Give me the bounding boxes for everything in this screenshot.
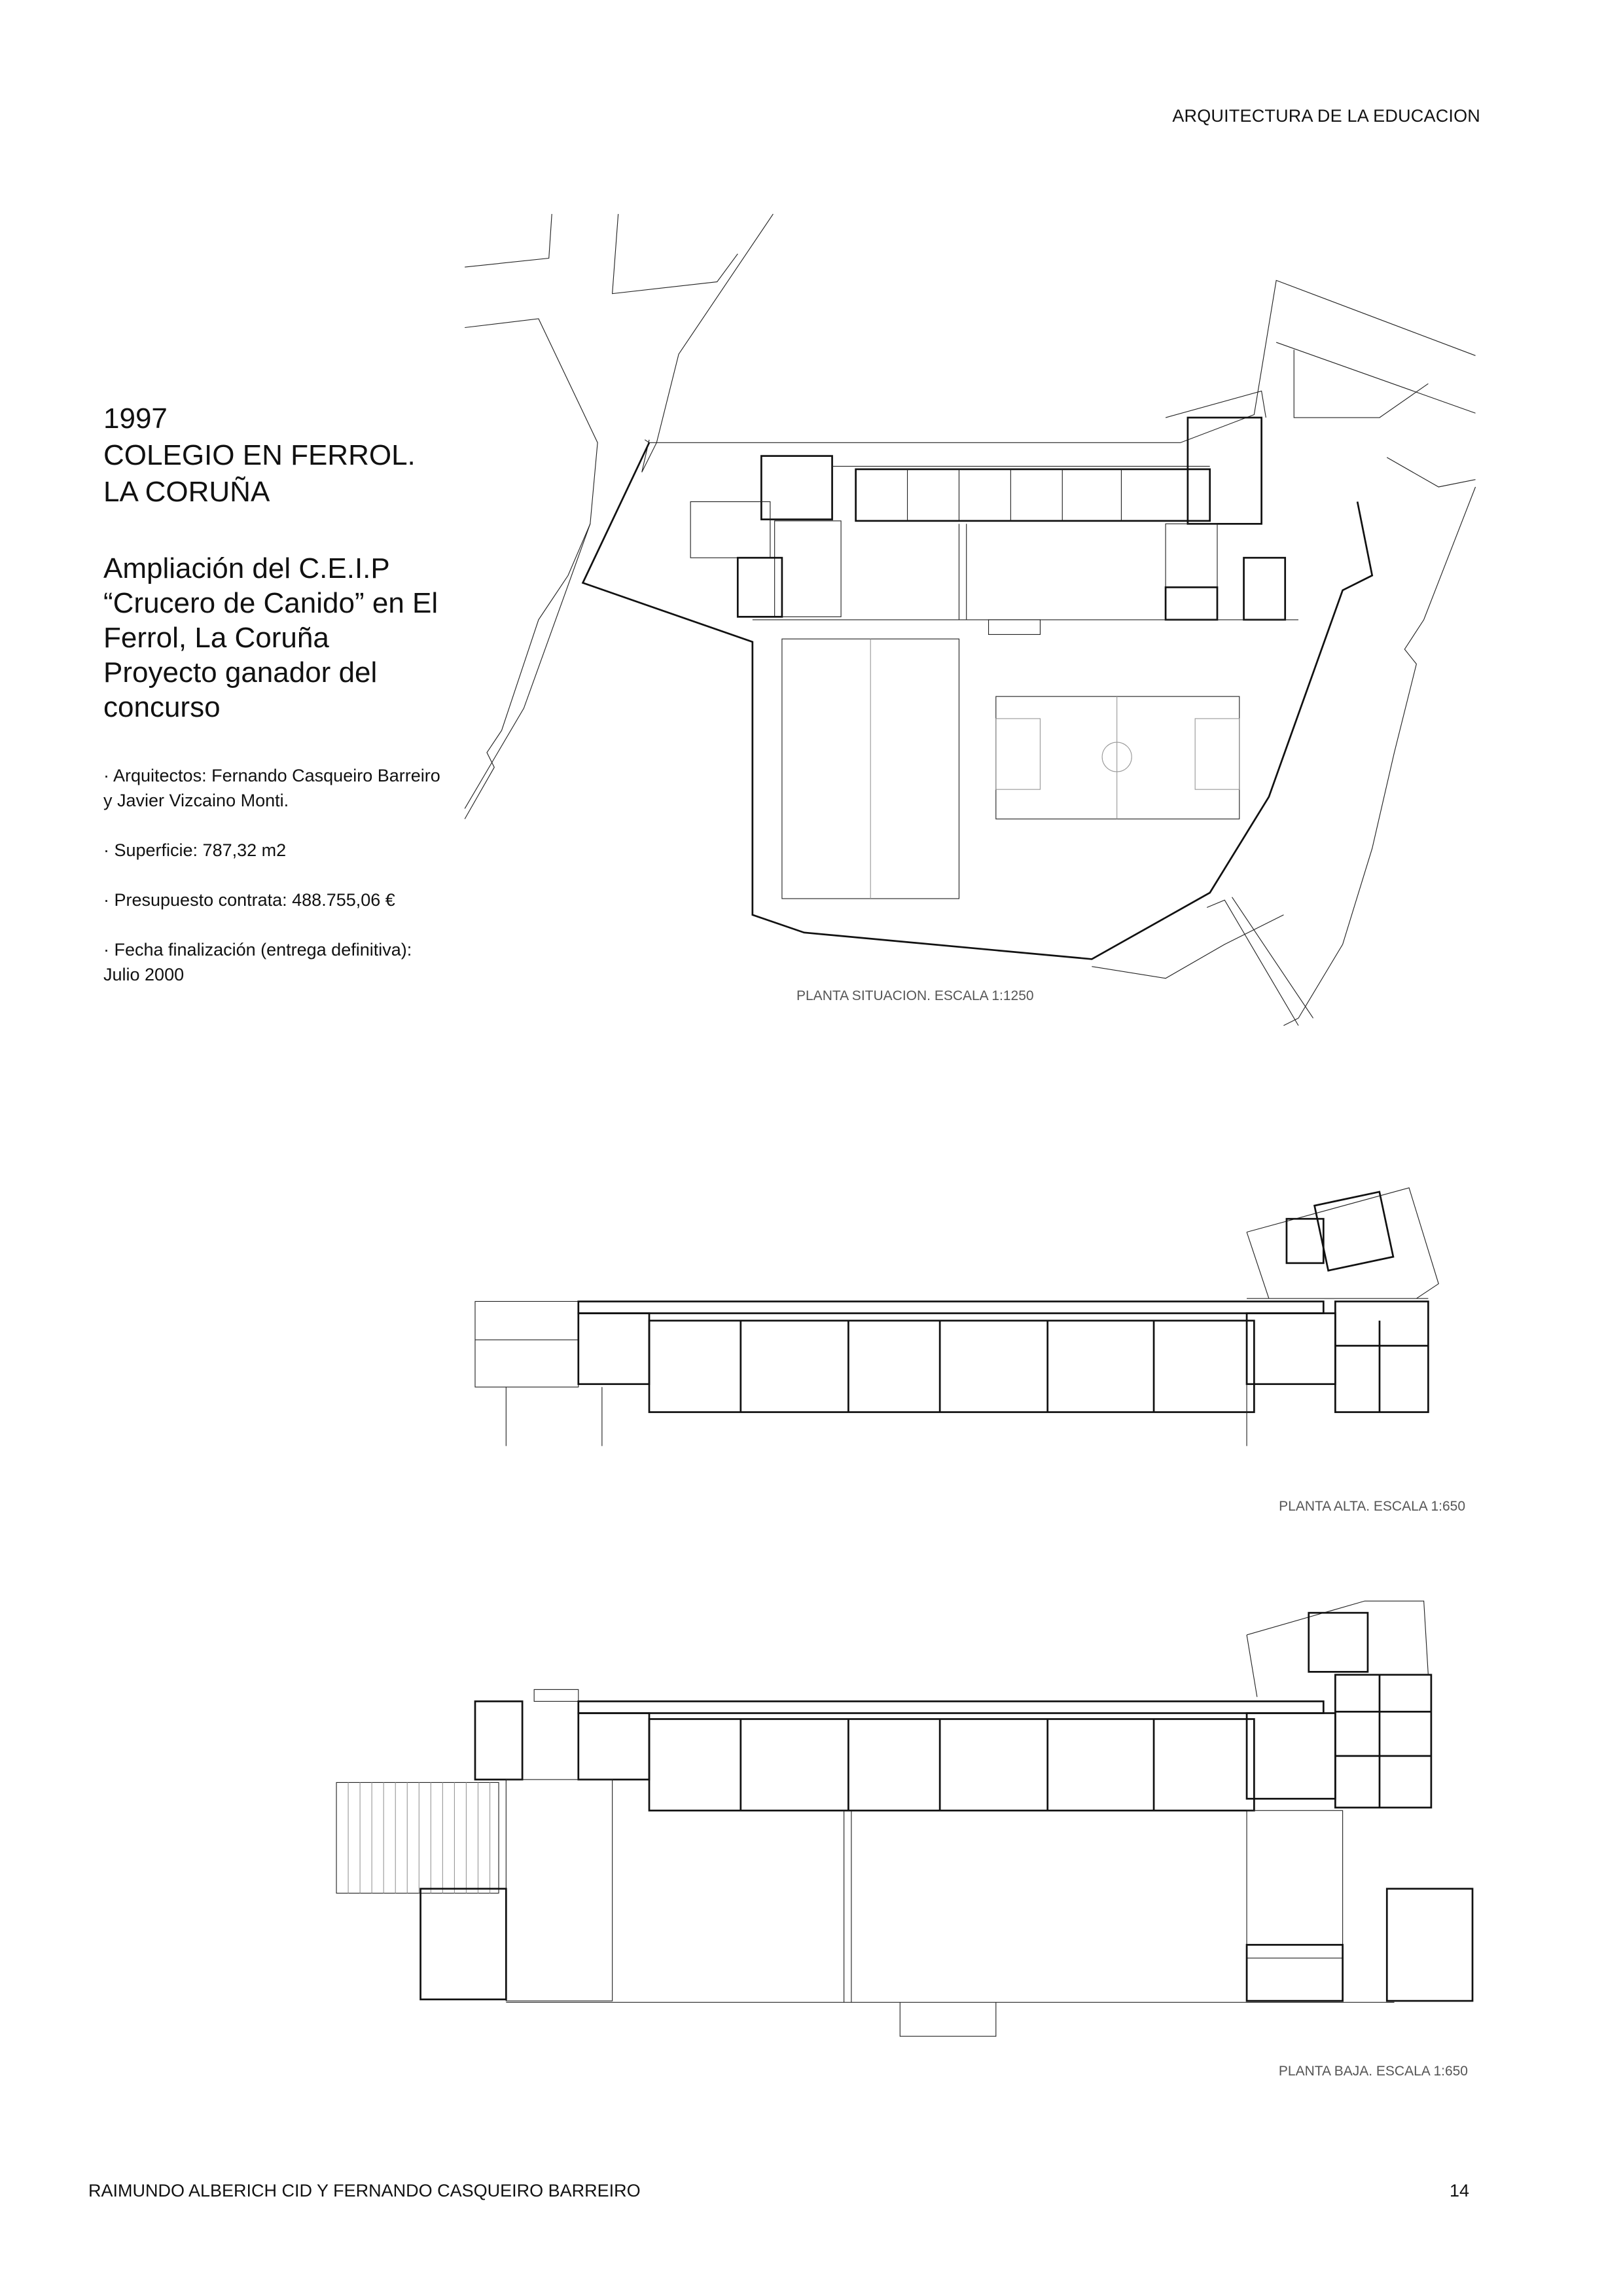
architects-line: · Arquitectos: Fernando Casqueiro Barrei…: [103, 766, 440, 785]
project-title: 1997 COLEGIO EN FERROL. LA CORUÑA: [103, 401, 416, 511]
project-details: · Arquitectos: Fernando Casqueiro Barrei…: [103, 763, 440, 987]
school-building-site: [690, 390, 1298, 635]
sports-courts: [781, 638, 1240, 899]
covered-walkway: [336, 1782, 499, 1894]
title-line: LA CORUÑA: [103, 476, 270, 508]
site-plan-caption: PLANTA SITUACION. ESCALA 1:1250: [796, 988, 1034, 1003]
site-boundary: [581, 442, 1374, 1026]
project-subtitle: Ampliación del C.E.I.P “Crucero de Canid…: [103, 551, 438, 725]
footer-authors: RAIMUNDO ALBERICH CID Y FERNANDO CASQUEI…: [88, 2181, 641, 2200]
ground-floor-caption: PLANTA BAJA. ESCALA 1:650: [1278, 2064, 1468, 2079]
subtitle-line: concurso: [103, 691, 221, 723]
section-header: ARQUITECTURA DE LA EDUCACION: [1172, 106, 1480, 126]
completion-line: Julio 2000: [103, 965, 185, 984]
subtitle-line: “Crucero de Canido” en El: [103, 587, 438, 619]
page-number: 14: [1449, 2181, 1469, 2200]
budget-line: · Presupuesto contrata: 488.755,06 €: [103, 890, 395, 910]
site-streets: [464, 213, 1476, 1026]
upper-floor-plan: [474, 1187, 1439, 1446]
subtitle-line: Ampliación del C.E.I.P: [103, 552, 390, 584]
subtitle-line: Ferrol, La Coruña: [103, 622, 329, 654]
architects-line: y Javier Vizcaino Monti.: [103, 791, 289, 810]
surface-line: · Superficie: 787,32 m2: [103, 840, 287, 860]
ground-floor-plan: [336, 1600, 1474, 2037]
completion-line: · Fecha finalización (entrega definitiva…: [103, 940, 412, 960]
upper-floor-caption: PLANTA ALTA. ESCALA 1:650: [1279, 1499, 1465, 1514]
title-line: 1997: [103, 403, 168, 435]
subtitle-line: Proyecto ganador del: [103, 656, 378, 689]
title-line: COLEGIO EN FERROL.: [103, 439, 416, 471]
site-plan-drawing: [464, 213, 1476, 1026]
